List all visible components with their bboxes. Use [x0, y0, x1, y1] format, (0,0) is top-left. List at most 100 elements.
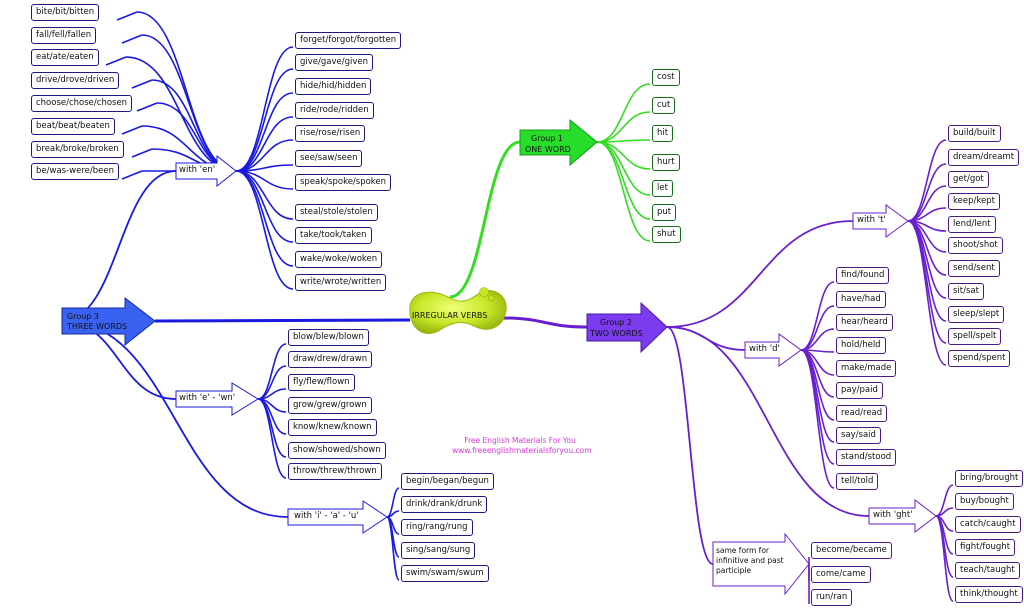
verb-leaf[interactable]: fight/fought — [955, 539, 1016, 556]
central-topic[interactable]: IRREGULAR VERBS — [412, 311, 488, 320]
verb-leaf[interactable]: bite/bit/bitten — [31, 4, 100, 21]
verb-leaf[interactable]: buy/bought — [955, 493, 1014, 510]
verb-leaf[interactable]: hold/held — [836, 337, 886, 354]
verb-leaf[interactable]: sleep/slept — [948, 306, 1005, 323]
verb-leaf[interactable]: fall/fell/fallen — [31, 27, 97, 44]
verb-leaf[interactable]: forget/forgot/forgotten — [295, 32, 402, 49]
verb-leaf[interactable]: shoot/shot — [948, 237, 1003, 254]
verb-leaf[interactable]: catch/caught — [955, 516, 1021, 533]
verb-leaf[interactable]: build/built — [948, 125, 1001, 142]
connector-line — [121, 170, 143, 180]
verb-leaf[interactable]: have/had — [836, 291, 886, 308]
connector-line — [235, 116, 294, 172]
group-2-title[interactable]: Group 2 — [600, 318, 632, 327]
connector-line — [800, 349, 835, 465]
verb-leaf[interactable]: pay/paid — [836, 382, 883, 399]
connector-line — [666, 326, 714, 565]
verb-leaf[interactable]: ride/rode/ridden — [295, 102, 374, 119]
verb-leaf[interactable]: choose/chose/chosen — [31, 95, 133, 112]
verb-leaf[interactable]: stand/stood — [836, 449, 897, 466]
verb-leaf[interactable]: spend/spent — [948, 350, 1011, 367]
group-1-title[interactable]: Group 1 — [531, 134, 563, 143]
verb-leaf[interactable]: shut — [652, 226, 681, 243]
verb-leaf[interactable]: hide/hid/hidden — [295, 78, 372, 95]
verb-leaf[interactable]: know/knew/known — [288, 419, 377, 436]
verb-leaf[interactable]: come/came — [811, 566, 871, 583]
verb-leaf[interactable]: get/got — [948, 171, 989, 188]
verb-leaf[interactable]: dream/dreamt — [948, 149, 1020, 166]
verb-leaf[interactable]: grow/grew/grown — [288, 397, 372, 414]
verb-leaf[interactable]: steal/stole/stolen — [295, 204, 378, 221]
watermark-line-2: www.freeenglishmaterialsforyou.com — [452, 446, 592, 455]
verb-leaf[interactable]: be/was-were/been — [31, 163, 119, 180]
group-3-arrow — [61, 296, 156, 347]
connector-line — [235, 170, 294, 290]
verb-leaf[interactable]: teach/taught — [955, 562, 1020, 579]
same-form-label[interactable]: same form for infinitive and past partic… — [716, 546, 784, 575]
verb-leaf[interactable]: give/gave/given — [295, 54, 374, 71]
verb-leaf[interactable]: lend/lent — [948, 216, 996, 233]
connector-line — [116, 11, 138, 21]
verb-leaf[interactable]: speak/spoke/spoken — [295, 174, 392, 191]
verb-leaf[interactable]: tell/told — [836, 473, 879, 490]
verb-leaf[interactable]: hear/heard — [836, 314, 893, 331]
verb-leaf[interactable]: send/sent — [948, 260, 1000, 277]
with-d-label[interactable]: with 'd' — [749, 344, 780, 354]
verb-leaf[interactable]: keep/kept — [948, 193, 1000, 210]
with-t-label[interactable]: with 't' — [857, 215, 886, 225]
connector-line — [235, 170, 294, 220]
connector-line — [121, 125, 143, 135]
verb-leaf[interactable]: run/ran — [811, 589, 853, 606]
with-en-label[interactable]: with 'en' — [179, 165, 216, 175]
verb-leaf[interactable]: swim/swam/swum — [401, 565, 489, 582]
with-i-a-u-label[interactable]: with 'i' - 'a' - 'u' — [294, 511, 359, 521]
verb-leaf[interactable]: read/read — [836, 405, 888, 422]
verb-leaf[interactable]: rise/rose/risen — [295, 125, 366, 142]
verb-leaf[interactable]: become/became — [811, 542, 892, 559]
verb-leaf[interactable]: sing/sang/sung — [401, 542, 476, 559]
connector-line — [666, 326, 870, 517]
connector-line — [257, 343, 287, 400]
connector-line — [935, 515, 954, 578]
connector-line — [61, 170, 177, 322]
verb-leaf[interactable]: hurt — [652, 154, 680, 171]
verb-leaf[interactable]: cut — [652, 97, 676, 114]
group-3-title[interactable]: Group 3 — [67, 312, 99, 321]
verb-leaf[interactable]: beat/beat/beaten — [31, 118, 115, 135]
verb-leaf[interactable]: let — [652, 180, 673, 197]
with-i-a-u-arrow — [287, 500, 388, 534]
verb-leaf[interactable]: say/said — [836, 427, 881, 444]
verb-leaf[interactable]: put — [652, 204, 677, 221]
connector-line — [800, 305, 835, 351]
verb-leaf[interactable]: find/found — [836, 267, 890, 284]
verb-leaf[interactable]: fly/flew/flown — [288, 374, 355, 391]
verb-leaf[interactable]: draw/drew/drawn — [288, 351, 373, 368]
verb-leaf[interactable]: throw/threw/thrown — [288, 463, 382, 480]
verb-leaf[interactable]: write/wrote/written — [295, 274, 387, 291]
with-ght-label[interactable]: with 'ght' — [873, 510, 913, 520]
verb-leaf[interactable]: eat/ate/eaten — [31, 49, 99, 66]
verb-leaf[interactable]: bring/brought — [955, 470, 1024, 487]
verb-leaf[interactable]: drink/drank/drunk — [401, 496, 488, 513]
verb-leaf[interactable]: cost — [652, 69, 680, 86]
verb-leaf[interactable]: show/showed/shown — [288, 442, 386, 459]
connector-line — [386, 487, 400, 518]
with-e-wn-label[interactable]: with 'e' - 'wn' — [179, 393, 236, 403]
verb-leaf[interactable]: begin/began/begun — [401, 473, 494, 490]
verb-leaf[interactable]: think/thought — [955, 586, 1023, 603]
connector-line — [596, 141, 651, 242]
verb-leaf[interactable]: make/made — [836, 360, 897, 377]
with-ght-arrow — [868, 498, 937, 534]
verb-leaf[interactable]: see/saw/seen — [295, 150, 363, 167]
verb-leaf[interactable]: take/took/taken — [295, 227, 372, 244]
with-t-arrow — [852, 204, 909, 238]
verb-leaf[interactable]: drive/drove/driven — [31, 72, 120, 89]
verb-leaf[interactable]: sit/sat — [948, 283, 984, 300]
verb-leaf[interactable]: ring/rang/rung — [401, 519, 473, 536]
verb-leaf[interactable]: blow/blew/blown — [288, 329, 369, 346]
verb-leaf[interactable]: break/broke/broken — [31, 141, 124, 158]
verb-leaf[interactable]: hit — [652, 125, 674, 142]
verb-leaf[interactable]: spell/spelt — [948, 328, 1002, 345]
verb-leaf[interactable]: wake/woke/woken — [295, 251, 383, 268]
connector-line — [596, 141, 651, 220]
